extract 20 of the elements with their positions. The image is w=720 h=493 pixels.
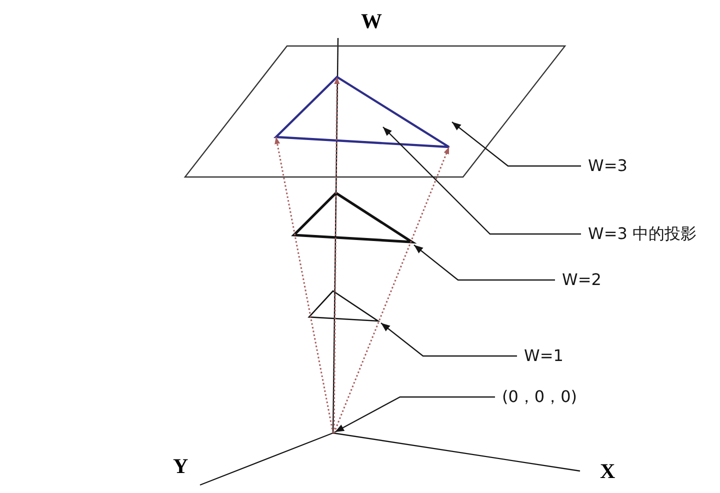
leader-line [382,126,581,235]
leader-line [380,322,517,357]
callout-label: (0，0，0) [502,387,578,407]
triangle [292,191,415,246]
callout-label: W=2 [562,270,602,290]
dotted-arrow [333,146,450,434]
callout-label: W=3 中的投影 [588,224,696,244]
callout-label: W=1 [524,346,564,366]
callout-label: W=3 [588,156,628,176]
axis-label: Y [173,456,188,477]
plane [184,45,566,178]
leader-line [452,122,581,167]
leader-line [334,396,495,433]
dotted-arrow [274,136,334,434]
axis-label: X [600,461,616,482]
dotted-arrow [333,77,340,433]
axis-label: W [361,11,382,32]
triangle [274,75,451,149]
triangle [307,289,382,324]
leader-line [414,244,555,281]
